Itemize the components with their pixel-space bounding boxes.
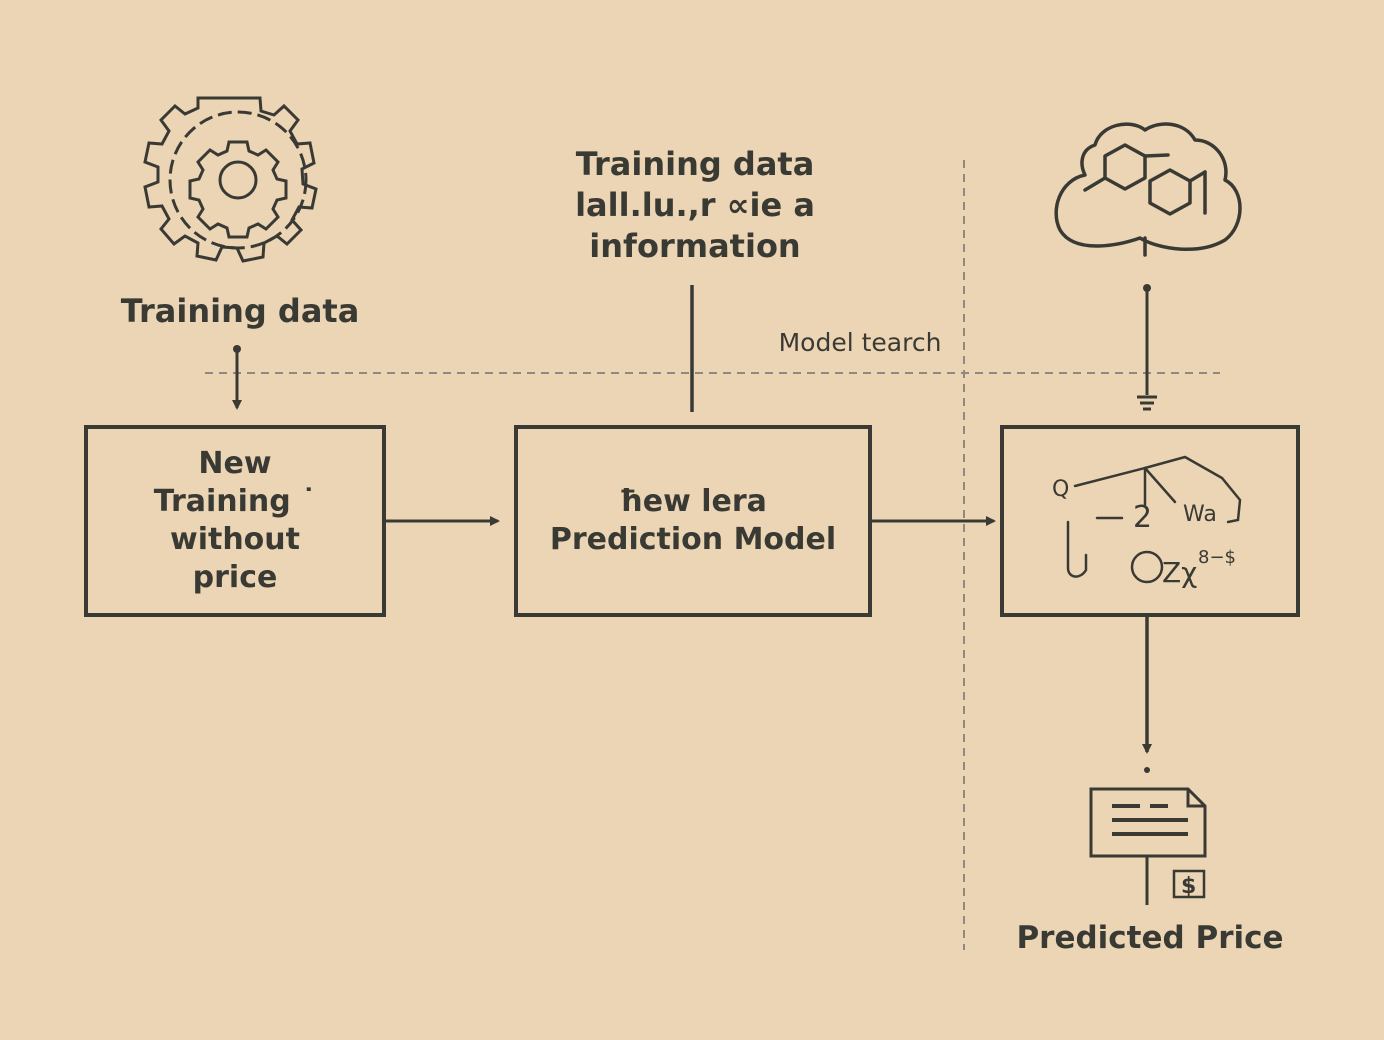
prediction-model-text: ħew lera Prediction Model [549, 484, 837, 557]
predicted-price-label: Predicted Price [1016, 920, 1284, 956]
gear-icon [143, 96, 318, 263]
brain-icon [1054, 122, 1242, 257]
connector-dot [1144, 767, 1150, 773]
formula-two: 2 [1133, 500, 1152, 535]
training-data-info-label: Training data lall.lu.,r ∝ie a informati… [575, 145, 815, 265]
formula-q: Q [1052, 477, 1069, 502]
receipt-icon [1089, 787, 1207, 905]
ground-symbol [1137, 395, 1157, 411]
training-data-label: Training data [120, 292, 360, 330]
model-search-label: Model tearch [778, 328, 942, 357]
prediction-model-box: ħew lera Prediction Model [514, 425, 872, 617]
formula-wa: Wa [1183, 502, 1217, 527]
dollar-symbol: $ [1181, 874, 1196, 899]
formula-box [1000, 425, 1300, 617]
connector-dot [233, 345, 241, 353]
formula-sup: 8−$ [1198, 547, 1236, 568]
formula-tail: Zχ [1162, 556, 1197, 589]
new-training-text: New Training ˙ without price [153, 446, 317, 595]
formula-sketch [1066, 455, 1242, 584]
dollar-icon: $ [1172, 869, 1206, 899]
new-training-box: New Training ˙ without price [84, 425, 386, 617]
connector-dot [1143, 284, 1151, 292]
